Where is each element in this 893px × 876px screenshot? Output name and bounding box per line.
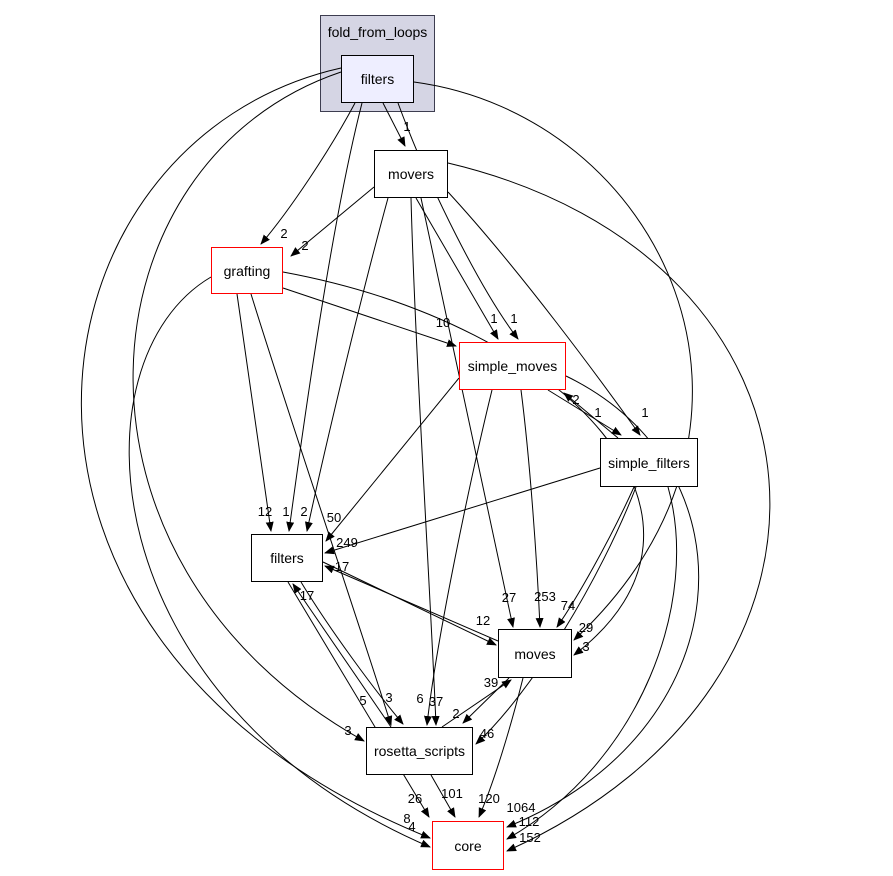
edge-ffl_filters-to-simple_moves bbox=[397, 102, 519, 340]
edge-label-grafting-to-filters: 12 bbox=[258, 504, 272, 519]
edge-grafting-to-filters bbox=[236, 293, 274, 532]
edge-label-rosetta_scripts-to-moves: 39 bbox=[484, 675, 498, 690]
edge-label-moves-to-rosetta_scripts: 2 bbox=[452, 706, 459, 721]
edge-grafting-to-simple_moves bbox=[282, 287, 457, 347]
edge-moves-to-rosetta_scripts bbox=[462, 677, 510, 724]
edge-simple_moves-to-filters bbox=[325, 377, 460, 542]
node-movers[interactable]: movers bbox=[374, 150, 448, 198]
edge-label-ffl_filters-to-filters: 1 bbox=[282, 504, 289, 519]
edge-label-movers-to-moves: 27 bbox=[502, 590, 516, 605]
edge-label-rosetta_scripts-to-filters: 17 bbox=[300, 588, 314, 603]
node-simple-moves[interactable]: simple_moves bbox=[459, 342, 566, 390]
edge-movers-to-rosetta_scripts bbox=[410, 197, 440, 726]
edge-label-ffl_filters-to-simple_moves: 1 bbox=[510, 311, 517, 326]
edge-moves-to-core bbox=[478, 677, 524, 818]
edge-label-simple_moves-to-core: 1064 bbox=[507, 800, 536, 815]
edge-movers-to-grafting bbox=[290, 186, 375, 257]
edge-rosetta_scripts-to-filters bbox=[292, 583, 392, 728]
edge-label-movers-to-rosetta_scripts: 37 bbox=[429, 694, 443, 709]
edge-label-moves-to-core: 120 bbox=[478, 791, 500, 806]
edge-label-movers-to-simple_moves: 1 bbox=[490, 311, 497, 326]
edge-label-ffl_filters-to-rosetta_scripts: 3 bbox=[344, 723, 351, 738]
cluster-label: fold_from_loops bbox=[327, 24, 428, 40]
edge-label-simple_moves-to-filters: 50 bbox=[327, 510, 341, 525]
node-filters[interactable]: filters bbox=[251, 534, 323, 582]
edge-label-grafting-to-rosetta_scripts: 3 bbox=[385, 690, 392, 705]
edge-filters-to-moves bbox=[322, 561, 497, 646]
edge-ffl_filters-to-grafting bbox=[260, 102, 356, 245]
node-grafting[interactable]: grafting bbox=[211, 247, 283, 294]
edge-grafting-to-rosetta_scripts bbox=[250, 293, 393, 726]
edge-label-rosetta_scripts-to-core: 101 bbox=[441, 786, 463, 801]
edge-label-simple_filters-to-rosetta_scripts: 46 bbox=[480, 726, 494, 741]
edge-label-moves-to-filters: 17 bbox=[335, 559, 349, 574]
edge-filters-to-core bbox=[287, 581, 430, 818]
node-rosetta-scripts[interactable]: rosetta_scripts bbox=[366, 727, 473, 775]
edge-simple_filters-to-filters bbox=[324, 467, 601, 555]
edge-label-grafting-to-core: 4 bbox=[408, 819, 415, 834]
node-simple-filters[interactable]: simple_filters bbox=[600, 438, 698, 487]
edge-grafting-to-moves bbox=[282, 271, 644, 656]
edge-label-simple_filters-to-filters: 249 bbox=[336, 535, 358, 550]
edge-simple_filters-to-rosetta_scripts bbox=[475, 486, 637, 745]
edge-ffl_filters-to-movers bbox=[382, 102, 406, 147]
edge-rosetta_scripts-to-core bbox=[430, 774, 456, 818]
edge-movers-to-moves bbox=[420, 197, 515, 628]
edge-label-movers-to-core: 152 bbox=[519, 830, 541, 845]
edge-label-simple_moves-to-moves: 253 bbox=[534, 589, 556, 604]
edge-simple_moves-to-moves bbox=[520, 389, 544, 628]
edge-movers-to-filters bbox=[304, 197, 389, 532]
edge-ffl_filters-to-filters bbox=[286, 102, 363, 532]
edge-label-ffl_filters-to-core: 8 bbox=[403, 811, 410, 826]
edge-label-movers-to-grafting: 2 bbox=[301, 238, 308, 253]
edge-grafting-to-core bbox=[128, 276, 431, 848]
edge-label-simple_filters-to-simple_moves: 2 bbox=[572, 392, 579, 407]
node-core[interactable]: core bbox=[432, 821, 504, 870]
edge-simple_moves-to-rosetta_scripts bbox=[423, 389, 493, 726]
edge-label-movers-to-simple_filters: 1 bbox=[641, 405, 648, 420]
edge-simple_filters-to-simple_moves bbox=[563, 392, 619, 439]
edge-ffl_filters-to-moves bbox=[413, 81, 693, 641]
edge-label-filters-to-core: 26 bbox=[408, 791, 422, 806]
edge-ffl_filters-to-rosetta_scripts bbox=[132, 71, 365, 742]
edge-label-simple_moves-to-simple_filters: 1 bbox=[594, 405, 601, 420]
node-fold-from-loops-filters[interactable]: filters bbox=[341, 55, 414, 103]
edge-simple_moves-to-core bbox=[506, 375, 700, 828]
edge-label-filters-to-rosetta_scripts: 5 bbox=[359, 693, 366, 708]
edge-label-filters-to-moves: 12 bbox=[476, 613, 490, 628]
edge-movers-to-simple_moves bbox=[415, 197, 499, 340]
edge-simple_filters-to-core bbox=[506, 486, 678, 840]
edge-label-movers-to-filters: 2 bbox=[300, 504, 307, 519]
edge-movers-to-simple_filters bbox=[447, 191, 641, 436]
edge-label-grafting-to-moves: 3 bbox=[582, 639, 589, 654]
node-moves[interactable]: moves bbox=[498, 629, 572, 678]
edge-label-simple_filters-to-core: 112 bbox=[519, 814, 540, 829]
edge-moves-to-filters bbox=[324, 565, 499, 642]
edge-label-ffl_filters-to-grafting: 2 bbox=[280, 226, 287, 241]
edge-filters-to-rosetta_scripts bbox=[300, 581, 404, 725]
edge-label-simple_moves-to-rosetta_scripts: 6 bbox=[416, 691, 423, 706]
edge-movers-to-core bbox=[447, 162, 771, 852]
edge-label-simple_filters-to-moves: 74 bbox=[561, 598, 575, 613]
edge-label-ffl_filters-to-moves: 29 bbox=[579, 620, 593, 635]
edge-simple_filters-to-moves bbox=[556, 486, 635, 628]
edge-ffl_filters-to-core bbox=[81, 67, 431, 839]
